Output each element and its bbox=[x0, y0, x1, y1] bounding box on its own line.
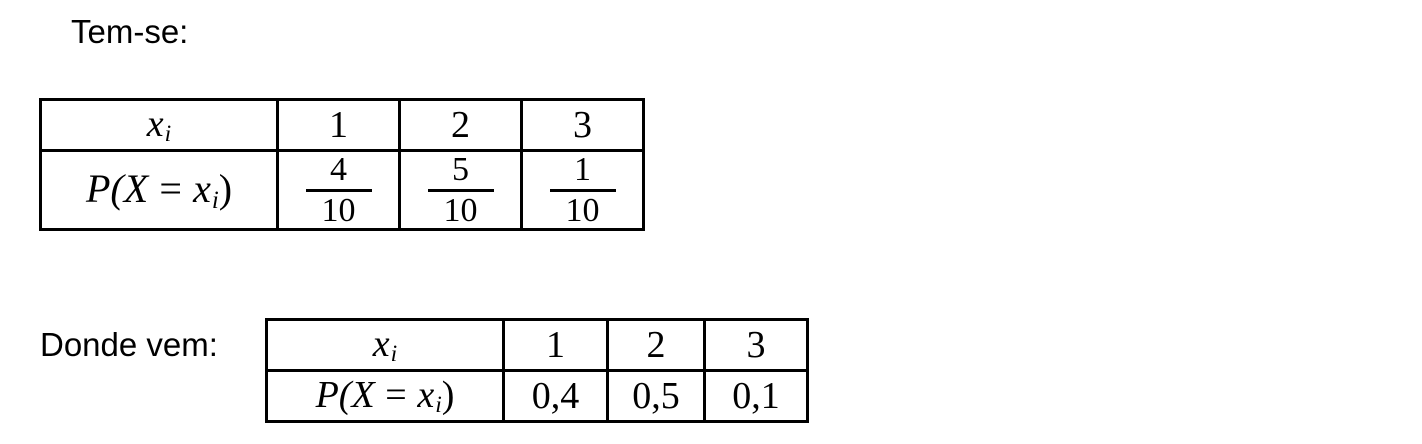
intro-text: Tem-se: bbox=[71, 13, 189, 50]
probability-decimal-1: 0,4 bbox=[502, 369, 609, 423]
probability-decimal-2: 0,5 bbox=[606, 369, 706, 423]
header-cell-variable: xi bbox=[265, 318, 505, 372]
value-cell-3: 3 bbox=[703, 318, 809, 372]
value-cell-1: 1 bbox=[502, 318, 609, 372]
probability-fraction-3: 1 10 bbox=[520, 149, 645, 231]
table-row-values: xi 1 2 3 bbox=[39, 98, 645, 152]
table-row-probabilities: P(X=xi) 0,4 0,5 0,1 bbox=[265, 369, 809, 423]
distribution-table-decimals: xi 1 2 3 P(X=xi) 0,4 0,5 0,1 bbox=[265, 318, 809, 423]
probability-decimal-3: 0,1 bbox=[703, 369, 809, 423]
table-row-probabilities: P(X=xi) 4 10 5 10 1 10 bbox=[39, 149, 645, 231]
probability-fraction-1: 4 10 bbox=[276, 149, 401, 231]
distribution-table-fractions: xi 1 2 3 P(X=xi) 4 10 5 10 bbox=[39, 98, 645, 231]
value-cell-2: 2 bbox=[398, 98, 523, 152]
conclusion-text: Donde vem: bbox=[40, 326, 218, 363]
value-cell-3: 3 bbox=[520, 98, 645, 152]
header-cell-variable: xi bbox=[39, 98, 279, 152]
probability-label-cell: P(X=xi) bbox=[39, 149, 279, 231]
variable-subscript: i bbox=[164, 121, 172, 148]
value-cell-2: 2 bbox=[606, 318, 706, 372]
value-cell-1: 1 bbox=[276, 98, 401, 152]
probability-fraction-2: 5 10 bbox=[398, 149, 523, 231]
variable-x: x bbox=[146, 102, 164, 145]
table-row-values: xi 1 2 3 bbox=[265, 318, 809, 372]
probability-label-cell: P(X=xi) bbox=[265, 369, 505, 423]
